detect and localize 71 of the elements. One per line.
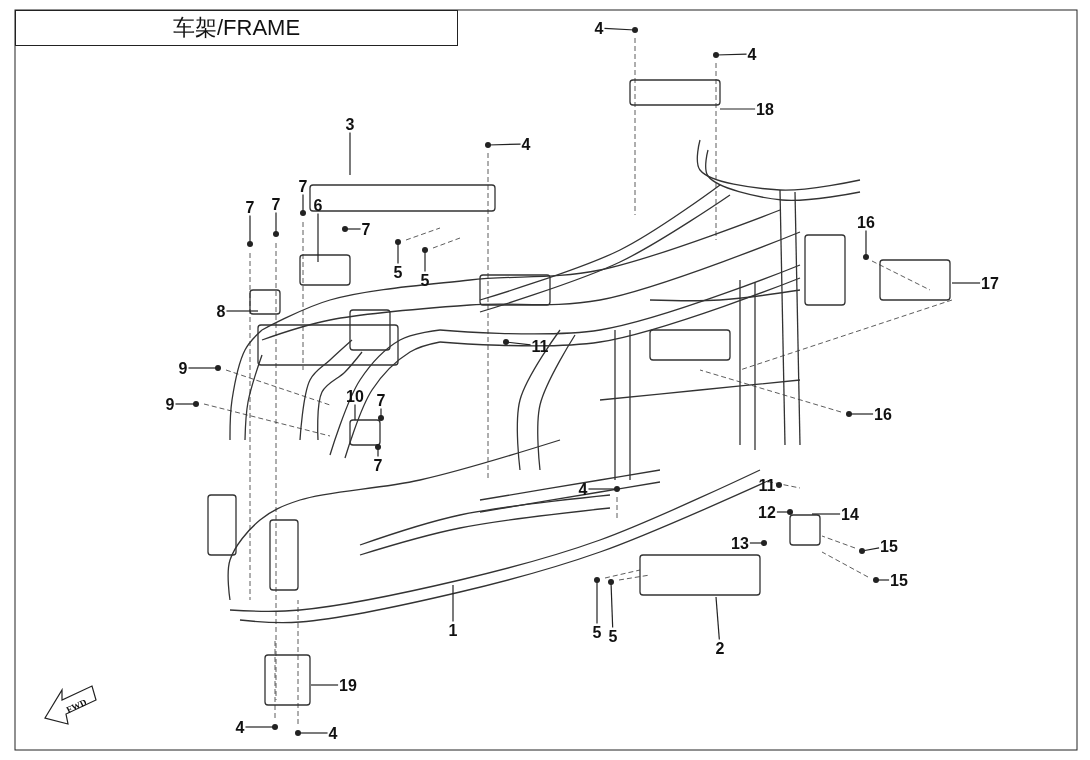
callout-number: 13: [731, 535, 749, 551]
callout-number: 15: [880, 538, 898, 554]
callout-number: 7: [361, 221, 371, 237]
callout-number: 1: [448, 622, 458, 638]
callout-number: 16: [857, 214, 875, 230]
leader-line: [310, 684, 339, 686]
leader-line: [225, 310, 259, 312]
callout-number: 4: [747, 46, 757, 62]
callout-number: 6: [313, 197, 323, 213]
leader-line: [503, 339, 532, 346]
callout-number: 3: [345, 116, 355, 132]
callout-number: 4: [235, 719, 245, 735]
leader-line: [317, 212, 319, 263]
leader-line: [395, 239, 401, 265]
leader-line: [349, 131, 351, 176]
callout-number: 7: [298, 178, 308, 194]
callout-number: 7: [376, 392, 386, 408]
leader-line: [354, 403, 356, 421]
callout-number: 5: [393, 264, 403, 280]
leader-line: [951, 282, 981, 284]
callout-number: 12: [758, 504, 776, 520]
leader-line: [452, 584, 454, 623]
callout-number: 8: [216, 303, 226, 319]
callout-number: 11: [758, 477, 776, 493]
leader-line: [873, 577, 890, 583]
direction-label: FWD: [64, 697, 89, 715]
callout-number: 9: [165, 396, 175, 412]
leader-line: [859, 547, 880, 554]
callout-number: 4: [328, 725, 338, 741]
leader-line: [775, 482, 782, 488]
leader-line: [247, 214, 253, 247]
callout-number: 5: [592, 624, 602, 640]
leader-line: [300, 193, 306, 216]
callout-number: 17: [981, 275, 999, 291]
callout-number: 16: [874, 406, 892, 422]
callout-number: 7: [373, 457, 383, 473]
callout-number: 7: [271, 196, 281, 212]
leader-line: [715, 596, 720, 641]
title-box: 车架/FRAME: [15, 10, 458, 46]
callout-number: 2: [715, 640, 725, 656]
leader-line: [749, 540, 767, 546]
callout-number: 4: [521, 136, 531, 152]
leader-line: [603, 27, 638, 33]
leader-line: [295, 730, 329, 736]
leader-line: [811, 513, 841, 515]
callout-number: 9: [178, 360, 188, 376]
leader-line: [587, 486, 620, 492]
leader-line: [713, 52, 748, 58]
leader-line: [422, 247, 428, 273]
leader-line: [846, 411, 874, 417]
leader-line: [342, 226, 362, 232]
leader-line: [273, 211, 279, 237]
callout-number: 4: [578, 481, 588, 497]
leader-line: [375, 444, 381, 458]
leader-line: [776, 509, 793, 515]
leader-line: [378, 407, 384, 421]
leader-line: [174, 401, 199, 407]
leader-line: [608, 579, 614, 629]
callout-number: 14: [841, 506, 859, 522]
callout-number: 19: [339, 677, 357, 693]
leader-line: [187, 365, 221, 371]
callout-number: 15: [890, 572, 908, 588]
callout-number: 5: [608, 628, 618, 644]
leader-line: [719, 108, 756, 110]
callout-number: 7: [245, 199, 255, 215]
callout-number: 18: [756, 101, 774, 117]
leader-line: [863, 229, 869, 260]
callout-number: 4: [594, 20, 604, 36]
leader-line: [244, 724, 278, 730]
leader-line: [594, 577, 600, 625]
leader-line: [485, 142, 522, 148]
